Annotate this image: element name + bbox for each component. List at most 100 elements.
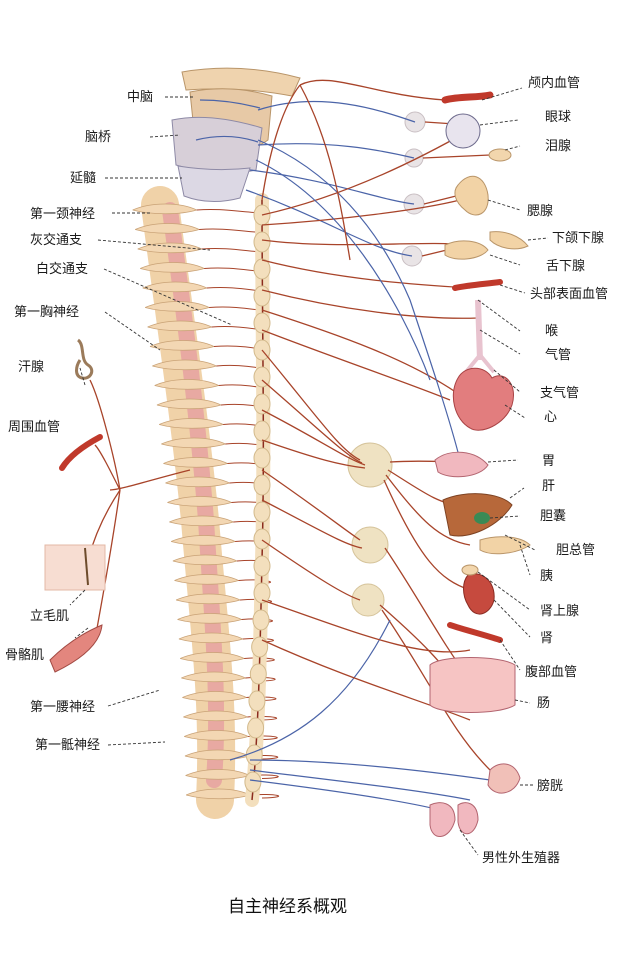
organs — [429, 91, 531, 837]
label-heart: 心 — [544, 410, 557, 425]
label-pons: 脑桥 — [85, 130, 111, 145]
spinal-nerve-root — [142, 281, 208, 293]
trunk-ganglion — [253, 366, 271, 388]
kidney — [463, 573, 495, 615]
ramus — [199, 228, 263, 233]
vertebrae — [132, 203, 280, 800]
label-gallbladder: 胆囊 — [540, 508, 566, 524]
spinal-nerve-root — [144, 301, 211, 312]
label-adrenal-gland: 肾上腺 — [540, 604, 579, 619]
stomach — [434, 451, 489, 478]
spinal-nerve-root — [132, 203, 198, 215]
label-common-bile-duct: 胆总管 — [556, 543, 595, 558]
spinal-nerve-root — [147, 320, 213, 332]
trunk-ganglion — [248, 690, 266, 712]
trunk-ganglion — [253, 393, 271, 415]
trunk-ganglion — [252, 609, 270, 631]
trunk-ganglion — [244, 771, 262, 793]
intestine — [429, 657, 516, 713]
gallbladder — [474, 512, 490, 524]
label-first-sacral: 第一骶神经 — [35, 738, 100, 753]
label-liver: 肝 — [542, 479, 555, 494]
spinal-nerve-root — [161, 437, 227, 449]
ramus — [216, 364, 263, 370]
skin-patch — [44, 544, 106, 591]
spinal-nerve-root — [185, 769, 251, 780]
spinal-nerve-root — [184, 749, 251, 761]
spinal-nerve-root — [156, 398, 223, 410]
parotid-gland — [454, 175, 489, 216]
label-sublingual-gland: 舌下腺 — [546, 259, 585, 274]
trunk-ganglion — [253, 474, 271, 496]
heart — [452, 367, 514, 431]
eyeball — [445, 113, 481, 149]
label-white-ramus: 白交通支 — [36, 261, 88, 277]
diagram-title: 自主神经系概观 — [228, 897, 347, 917]
spinal-nerve-root — [140, 262, 206, 273]
spinal-nerve-root — [178, 632, 244, 644]
label-kidney: 肾 — [540, 631, 553, 646]
sublingual-gland — [444, 240, 489, 260]
spinal-nerve-root — [149, 340, 216, 351]
arrector-pili — [84, 547, 89, 586]
sympathetic-trunk — [244, 193, 271, 807]
label-lacrimal-gland: 泪腺 — [545, 139, 571, 154]
leader-lines — [69, 87, 549, 856]
trunk-ganglion — [253, 231, 271, 253]
intracranial-vessels — [441, 91, 494, 104]
spinal-nerve-root — [182, 691, 248, 702]
trunk-ganglion — [249, 663, 267, 685]
trunk-ganglion — [251, 636, 269, 658]
label-skeletal-muscle: 骨骼肌 — [5, 647, 44, 663]
label-medulla: 延髓 — [70, 171, 96, 186]
label-eyeball: 眼球 — [545, 110, 571, 125]
spinal-column — [132, 186, 280, 819]
spinal-nerve-root — [181, 671, 247, 683]
ramus — [242, 637, 274, 643]
spinal-nerve-root — [174, 574, 240, 585]
peripheral-effectors — [44, 338, 106, 673]
pancreas — [479, 536, 531, 555]
nerve-fibers — [87, 79, 491, 811]
adrenal-gland — [461, 564, 479, 576]
label-bronchi: 支气管 — [540, 385, 579, 401]
spinal-nerve-root — [165, 476, 231, 488]
trachea — [475, 299, 483, 361]
spinal-nerve-root — [170, 535, 237, 546]
spinal-nerve-root — [177, 613, 243, 624]
cranial-ganglia — [401, 111, 426, 267]
spinal-nerve-root — [172, 554, 238, 566]
label-first-cervical: 第一颈神经 — [30, 207, 95, 222]
peripheral-vessels — [59, 434, 103, 471]
spinal-nerve-root — [180, 652, 246, 663]
trunk-ganglion — [253, 528, 271, 550]
label-parotid-gland: 腮腺 — [527, 204, 553, 219]
skeletal-muscle — [49, 624, 103, 673]
trunk-ganglion — [253, 447, 271, 469]
ramus — [196, 208, 263, 214]
trunk-ganglia — [244, 204, 271, 793]
label-pancreas: 胰 — [540, 569, 553, 584]
sweat-gland — [75, 338, 94, 380]
spinal-nerve-root — [185, 788, 252, 800]
trunk-ganglion — [253, 501, 271, 523]
lacrimal-gland — [488, 148, 512, 162]
labels: 中脑 脑桥 延髓 第一颈神经 灰交通支 白交通支 第一胸神经 汗腺 周围血管 立… — [5, 75, 608, 866]
spinal-nerve-root — [184, 730, 250, 741]
label-intestine: 肠 — [537, 696, 550, 711]
label-first-lumbar: 第一腰神经 — [30, 700, 95, 715]
label-midbrain: 中脑 — [127, 90, 153, 105]
label-submandibular-gland: 下颌下腺 — [552, 231, 604, 246]
spinal-nerve-root — [163, 457, 229, 468]
ramus — [201, 247, 263, 253]
submandibular-gland — [489, 231, 529, 250]
trunk-ganglion — [253, 258, 271, 280]
spinal-nerve-root — [169, 515, 235, 527]
trunk-ganglion — [253, 582, 271, 604]
spinal-nerve-root — [154, 379, 220, 390]
label-sweat-gland: 汗腺 — [18, 360, 44, 375]
label-intracranial-vessels: 颅内血管 — [528, 75, 580, 91]
trunk-ganglion — [253, 285, 271, 307]
label-larynx: 喉 — [545, 324, 558, 339]
ramus — [204, 267, 263, 272]
